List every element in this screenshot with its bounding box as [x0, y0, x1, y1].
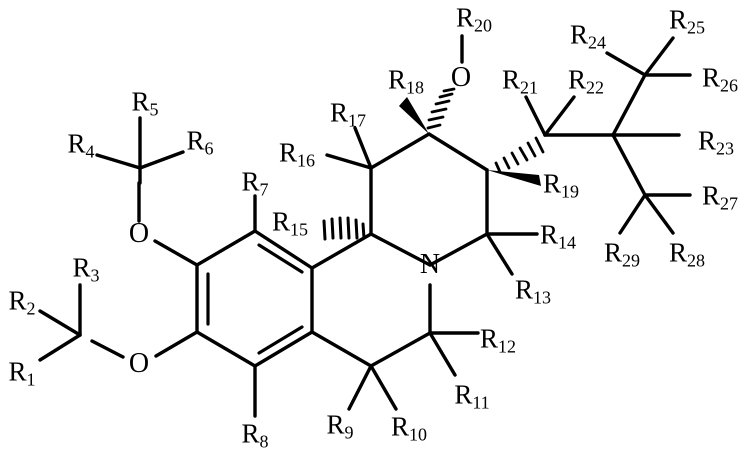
substituent-label-r15: R15 [271, 206, 309, 240]
atom-label-n1: N [419, 249, 441, 280]
substituent-label-r12: R12 [479, 323, 517, 357]
substituent-bonds-r9-r10 [347, 364, 398, 411]
carbon-r16-r17 [325, 126, 431, 170]
substituent-label-r13: R13 [514, 274, 552, 308]
ether-linkage-upper [137, 166, 199, 267]
substituent-label-r20: R20 [455, 2, 493, 36]
substituent-label-r16: R16 [278, 137, 316, 171]
substituent-label-r10: R10 [390, 411, 428, 445]
r18-solid-wedge [399, 97, 429, 134]
c21-hash-wedge [494, 136, 545, 174]
atom-label-o2: O [128, 218, 150, 249]
r19-solid-wedge [487, 170, 541, 186]
tetrahydropyridine-ring [310, 283, 432, 368]
substituent-label-r8: R8 [241, 418, 269, 452]
substituent-label-r9: R9 [326, 409, 354, 443]
r15-hash-wedge [322, 216, 366, 241]
carbon-r4-r5-r6 [95, 116, 185, 170]
substituent-label-r3: R3 [72, 252, 100, 286]
substituent-label-r24: R24 [569, 19, 607, 53]
substituent-label-r17: R17 [329, 97, 367, 131]
substituent-label-r22: R22 [567, 64, 605, 98]
substituent-label-r25: R25 [668, 4, 706, 38]
substituent-bonds-r13-r14 [485, 232, 539, 276]
substituent-label-r2: R2 [8, 285, 36, 319]
right-side-chain [524, 36, 692, 235]
piperidine-ring [310, 166, 489, 270]
substituent-label-r26: R26 [701, 62, 739, 96]
substituent-label-r1: R1 [8, 356, 36, 390]
o3-hash-wedge [426, 87, 456, 130]
substituent-label-r18: R18 [387, 64, 425, 98]
substituent-label-r28: R28 [668, 237, 706, 271]
substituent-label-r21: R21 [501, 64, 539, 98]
substituent-label-r5: R5 [131, 86, 159, 120]
atom-label-o3: O [450, 62, 472, 93]
benzene-ring [195, 229, 314, 368]
ether-linkage-lower [90, 330, 199, 359]
substituent-label-r27: R27 [701, 180, 739, 214]
substituent-label-r19: R19 [542, 168, 580, 202]
substituent-label-r6: R6 [186, 125, 214, 159]
bond-c18-c19 [427, 132, 489, 172]
carbon-r1-r2-r3 [38, 283, 82, 362]
substituent-label-r11: R11 [454, 379, 490, 413]
substituent-bonds-r11-r12 [428, 331, 480, 377]
substituent-label-r14: R14 [539, 219, 577, 253]
atom-label-o1: O [128, 348, 150, 379]
substituent-label-r23: R23 [697, 125, 735, 159]
substituent-label-r29: R29 [603, 237, 641, 271]
substituent-label-r4: R4 [67, 128, 95, 162]
substituent-label-r7: R7 [241, 166, 269, 200]
